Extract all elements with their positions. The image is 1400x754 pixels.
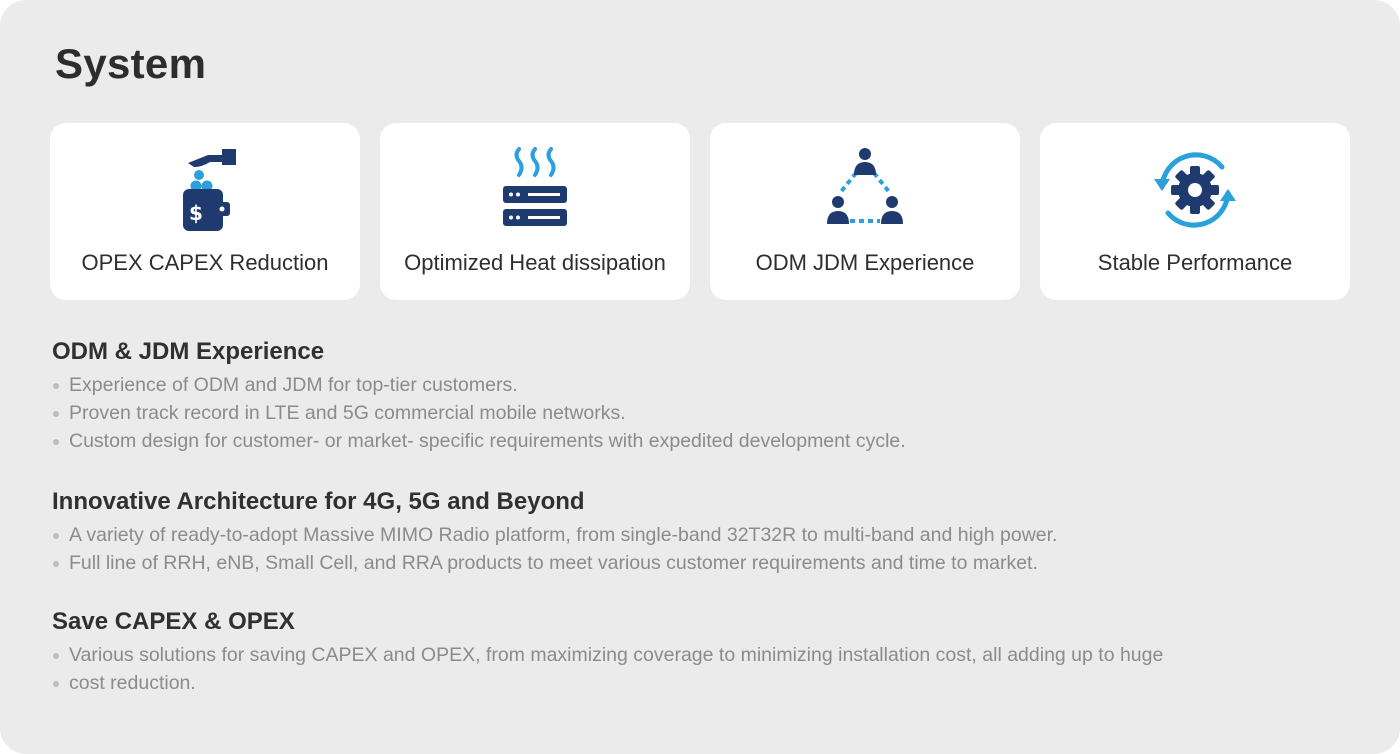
list-item: Proven track record in LTE and 5G commer… — [52, 399, 1352, 427]
server-heat-icon — [480, 145, 590, 235]
gear-cycle-icon — [1140, 145, 1250, 235]
list-item: A variety of ready-to-adopt Massive MIMO… — [52, 521, 1352, 549]
list-item-text: Experience of ODM and JDM for top-tier c… — [69, 374, 518, 396]
bullet-dot-icon — [53, 383, 59, 389]
feature-cards: $ OPEX CAPEX Reduction — [50, 123, 1350, 300]
section-odm-jdm-experience: ODM & JDM Experience Experience of ODM a… — [52, 337, 1352, 455]
list-item: Various solutions for saving CAPEX and O… — [52, 641, 1352, 669]
card-stable-performance: Stable Performance — [1040, 123, 1350, 300]
section-heading: Save CAPEX & OPEX — [52, 608, 295, 635]
page-title: System — [55, 40, 207, 87]
list-item-text: Custom design for customer- or market- s… — [69, 430, 906, 452]
list-item-text: A variety of ready-to-adopt Massive MIMO… — [69, 524, 1058, 546]
card-odm-jdm-experience: ODM JDM Experience — [710, 123, 1020, 300]
list-item: Experience of ODM and JDM for top-tier c… — [52, 371, 1352, 399]
list-item-text: Proven track record in LTE and 5G commer… — [69, 402, 626, 424]
list-item-text: Full line of RRH, eNB, Small Cell, and R… — [69, 552, 1038, 574]
section-save-capex-opex: Save CAPEX & OPEX Various solutions for … — [52, 607, 1352, 697]
bullet-dot-icon — [53, 439, 59, 445]
bullet-list: Various solutions for saving CAPEX and O… — [52, 641, 1352, 697]
bullet-dot-icon — [53, 411, 59, 417]
bullet-dot-icon — [53, 561, 59, 567]
people-network-icon — [810, 145, 920, 235]
wallet-coin-hand-icon: $ — [150, 145, 260, 235]
bullet-dot-icon — [53, 681, 59, 687]
svg-text:$: $ — [189, 201, 203, 225]
bullet-list: A variety of ready-to-adopt Massive MIMO… — [52, 521, 1352, 577]
card-label: Stable Performance — [1097, 250, 1293, 275]
card-opex-capex-reduction: $ OPEX CAPEX Reduction — [50, 123, 360, 300]
card-label: OPEX CAPEX Reduction — [81, 250, 329, 275]
bullet-list: Experience of ODM and JDM for top-tier c… — [52, 371, 1352, 455]
list-item-text: Various solutions for saving CAPEX and O… — [69, 644, 1164, 666]
list-item: cost reduction. — [52, 669, 1352, 697]
section-heading: ODM & JDM Experience — [52, 338, 325, 365]
card-optimized-heat-dissipation: Optimized Heat dissipation — [380, 123, 690, 300]
bullet-dot-icon — [53, 533, 59, 539]
list-item-text: cost reduction. — [69, 672, 196, 694]
bullet-dot-icon — [53, 653, 59, 659]
section-innovative-architecture: Innovative Architecture for 4G, 5G and B… — [52, 487, 1352, 577]
section-heading: Innovative Architecture for 4G, 5G and B… — [52, 488, 585, 515]
card-label: Optimized Heat dissipation — [404, 250, 666, 275]
list-item: Full line of RRH, eNB, Small Cell, and R… — [52, 549, 1352, 577]
list-item: Custom design for customer- or market- s… — [52, 427, 1352, 455]
card-label: ODM JDM Experience — [755, 250, 975, 275]
